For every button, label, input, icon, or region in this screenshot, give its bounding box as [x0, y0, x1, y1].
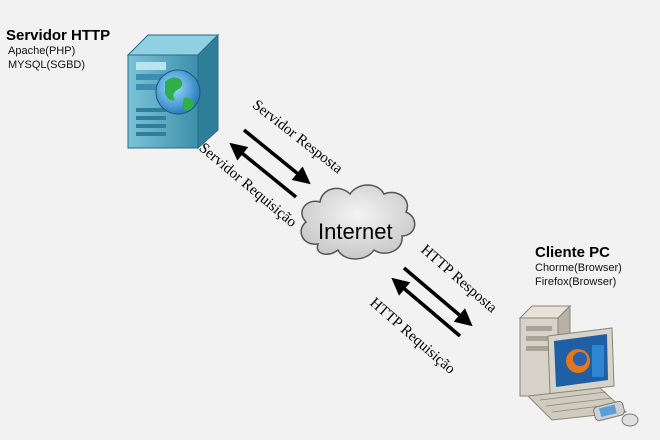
server-title: Servidor HTTP: [6, 27, 111, 44]
cloud-icon: [300, 184, 416, 260]
desktop-pc-icon: [518, 304, 639, 427]
client-line-1: Chorme(Browser): [535, 262, 622, 274]
server-line-1: Apache(PHP): [8, 45, 76, 57]
server-line-2: MYSQL(SGBD): [8, 59, 86, 71]
cloud-label: Internet: [318, 219, 393, 244]
client-arrows: [391, 266, 473, 338]
client-line-2: Firefox(Browser): [535, 276, 617, 288]
client-title: Cliente PC: [535, 244, 611, 261]
server-tower-icon: [126, 33, 220, 150]
server-arrows: [229, 128, 311, 199]
